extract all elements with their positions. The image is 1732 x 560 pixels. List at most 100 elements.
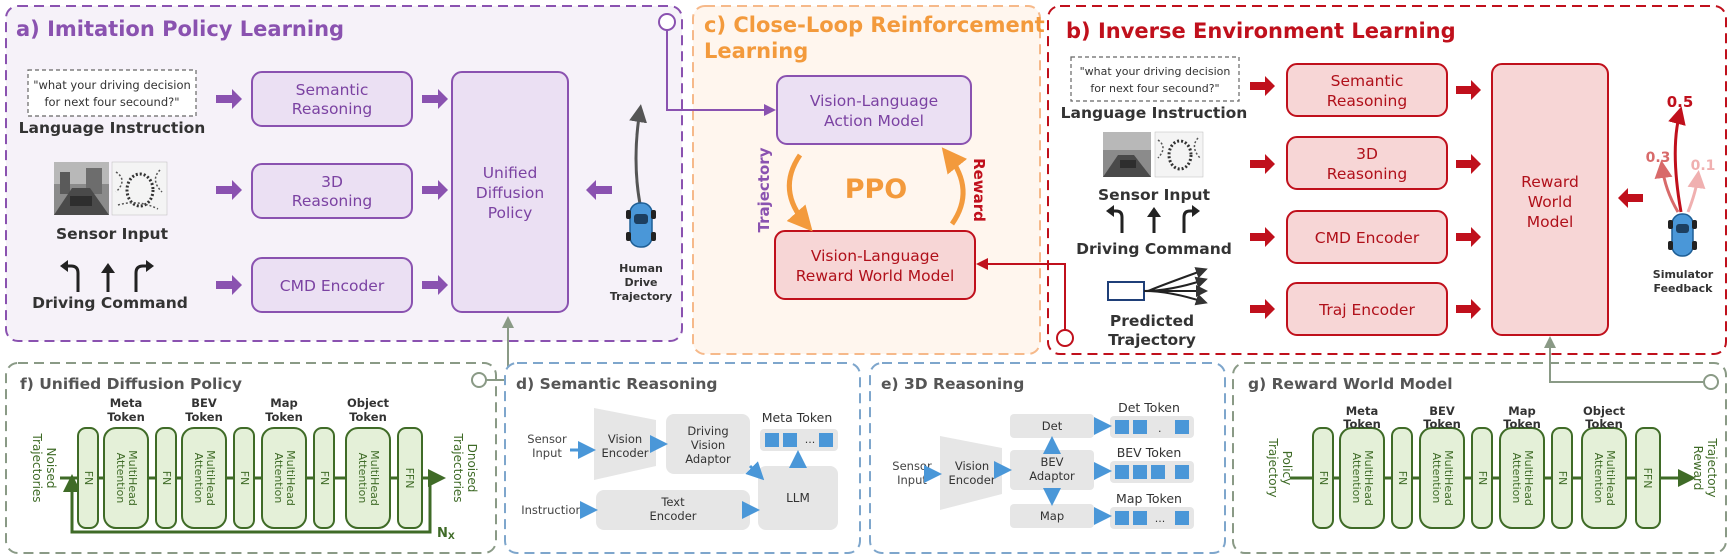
nx-label: NX bbox=[437, 526, 455, 542]
input-arrows-b bbox=[1250, 76, 1643, 319]
d-flow-arrows bbox=[570, 435, 807, 519]
instruction-quote-line2: for next four secound?" bbox=[44, 95, 179, 109]
g-input-label-2: Trajectory bbox=[1266, 437, 1280, 497]
e-map-token-label: Map Token bbox=[1116, 491, 1182, 506]
e-bev-adaptor-box bbox=[1010, 450, 1094, 490]
car-icon-a bbox=[626, 202, 656, 248]
panel-f-connector bbox=[471, 372, 487, 388]
g-token-map-1: Map bbox=[1508, 404, 1535, 418]
udp-token-bev-1: BEV bbox=[191, 396, 217, 410]
g-mha-2a: MultiHead bbox=[1442, 450, 1455, 506]
e-bev-adaptor-2: Adaptor bbox=[1029, 469, 1075, 483]
vla-label-1: Vision-Language bbox=[810, 92, 938, 110]
panel-d-title: d) Semantic Reasoning bbox=[516, 375, 717, 393]
traj-encoder-box bbox=[1286, 282, 1448, 336]
rwm-label-3: Model bbox=[1527, 213, 1574, 231]
d-instruction-label: Instruction bbox=[521, 503, 583, 517]
human-drive-label-2: Drive bbox=[625, 276, 658, 289]
g-token-obj-2: Token bbox=[1585, 417, 1623, 431]
udp-mha-4a: MultiHead bbox=[368, 450, 381, 506]
panel-b-title: b) Inverse Environment Learning bbox=[1066, 19, 1456, 43]
panel-unified-diffusion-policy: f) Unified Diffusion Policy Noised Traje… bbox=[5, 362, 497, 554]
udp-token-bev-2: Token bbox=[185, 410, 223, 424]
g-mha-4a: MultiHead bbox=[1604, 450, 1617, 506]
e-vision-encoder-1: Vision bbox=[955, 459, 989, 473]
e-bev-token-2 bbox=[1133, 465, 1147, 479]
driving-command-label-b: Driving Command bbox=[1076, 240, 1232, 258]
e-det-token-3 bbox=[1175, 420, 1189, 434]
udp-label-3: Policy bbox=[488, 204, 533, 222]
e-det-token-tray bbox=[1110, 416, 1194, 438]
udp-fn-4: FN bbox=[318, 471, 331, 486]
instruction-quote-b-line1: "what your driving decision bbox=[1080, 65, 1231, 78]
panel-e-title: e) 3D Reasoning bbox=[881, 375, 1024, 393]
ppo-label: PPO bbox=[845, 174, 908, 205]
g-token-obj-1: Object bbox=[1583, 404, 1626, 418]
e-bev-token-3 bbox=[1151, 465, 1165, 479]
udp-mha-blocks bbox=[103, 427, 391, 529]
d-adaptor-box bbox=[666, 414, 750, 474]
g-token-meta-2: Token bbox=[1343, 417, 1381, 431]
g-output-label-1: Trajectory bbox=[1705, 437, 1719, 497]
noised-label-2: Trajectories bbox=[30, 432, 44, 502]
udp-mha-4b: Attention bbox=[356, 453, 369, 504]
e-det-token-1 bbox=[1115, 420, 1129, 434]
d-llm-label: LLM bbox=[786, 491, 810, 505]
panel-imitation-policy-learning: a) Imitation Policy Learning "what your … bbox=[5, 5, 683, 342]
score-high: 0.5 bbox=[1667, 93, 1694, 111]
sensor-input-label-b: Sensor Input bbox=[1098, 186, 1211, 204]
panel-b-connector bbox=[1056, 329, 1074, 347]
d-adaptor-2: Vision bbox=[691, 438, 725, 452]
d-sensor-label-2: Input bbox=[532, 446, 562, 460]
connector-g-to-rwm bbox=[1544, 336, 1703, 383]
udp-token-obj-2: Token bbox=[349, 410, 387, 424]
go-straight-icon-b bbox=[1147, 207, 1161, 233]
e-sensor-label-2: Input bbox=[897, 473, 927, 487]
d-vision-encoder-2: Encoder bbox=[601, 446, 648, 460]
input-arrows-a bbox=[216, 89, 612, 295]
panel-reward-world-model: g) Reward World Model Policy Trajectory … bbox=[1232, 362, 1727, 554]
e-map-token-2 bbox=[1133, 511, 1147, 525]
g-token-meta-1: Meta bbox=[1346, 404, 1379, 418]
semantic-reasoning-box-b bbox=[1286, 63, 1448, 117]
vla-label-2: Action Model bbox=[824, 112, 924, 130]
dnoised-label-1: Dnoised bbox=[465, 444, 479, 493]
panel-close-loop-rl: c) Close-Loop Reinforcement Learning Vis… bbox=[692, 5, 1045, 355]
d-meta-token-1 bbox=[765, 433, 779, 447]
language-instruction-label: Language Instruction bbox=[19, 119, 206, 137]
nx-x: X bbox=[448, 532, 455, 542]
cmd-encoder-box-a bbox=[251, 257, 413, 313]
e-bev-adaptor-1: BEV bbox=[1040, 455, 1063, 469]
d-adaptor-3: Adaptor bbox=[685, 452, 731, 466]
udp-label-2: Diffusion bbox=[476, 184, 544, 202]
e-det-token-2 bbox=[1133, 420, 1147, 434]
feedback-arrow-mid bbox=[1654, 160, 1680, 213]
g-mha-blocks bbox=[1339, 427, 1627, 529]
lidar-image-thumbnail-b bbox=[1154, 131, 1204, 178]
vlrwm-label-1: Vision-Language bbox=[811, 247, 939, 265]
g-mha-1b: Attention bbox=[1350, 453, 1363, 504]
e-map-label: Map bbox=[1040, 509, 1064, 523]
vla-model-box bbox=[776, 75, 972, 145]
turn-left-icon bbox=[60, 260, 80, 292]
reward-vertical-label: Reward bbox=[970, 158, 988, 222]
udp-token-map-2: Token bbox=[265, 410, 303, 424]
panel-semantic-reasoning: d) Semantic Reasoning Sensor Input Instr… bbox=[504, 362, 861, 554]
d-meta-token-label: Meta Token bbox=[762, 410, 833, 425]
udp-ffn: FFN bbox=[403, 468, 416, 489]
g-input-label-1: Policy bbox=[1280, 451, 1294, 486]
d-vision-encoder-shape bbox=[594, 408, 656, 480]
three-d-reasoning-label-b-2: Reasoning bbox=[1327, 165, 1407, 183]
driving-command-label: Driving Command bbox=[32, 294, 188, 312]
e-bev-token-1 bbox=[1115, 465, 1129, 479]
e-det-token-label: Det Token bbox=[1118, 400, 1180, 415]
udp-token-meta-2: Token bbox=[107, 410, 145, 424]
turn-right-icon bbox=[134, 260, 154, 292]
three-d-reasoning-box-b bbox=[1286, 136, 1448, 190]
g-mha-2b: Attention bbox=[1430, 453, 1443, 504]
g-mha-1a: MultiHead bbox=[1362, 450, 1375, 506]
d-vision-encoder-1: Vision bbox=[608, 432, 642, 446]
three-d-reasoning-label-b-1: 3D bbox=[1356, 145, 1378, 163]
semantic-reasoning-label-b-1: Semantic bbox=[1331, 72, 1404, 90]
